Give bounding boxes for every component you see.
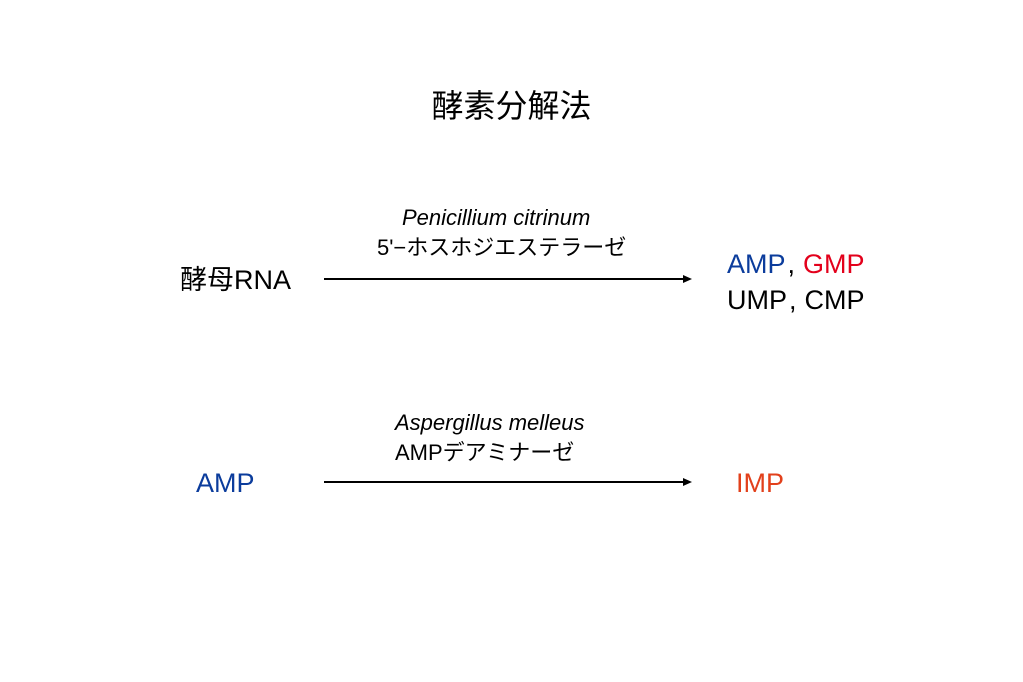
- organism-aspergillus: Aspergillus melleus: [395, 410, 585, 435]
- product-ump: UMP: [727, 285, 787, 315]
- product-imp: IMP: [736, 468, 785, 498]
- enzyme-amp-deaminase: AMPデアミナーゼ: [395, 440, 575, 465]
- products-line-2: UMP,CMP: [727, 284, 865, 316]
- product-cmp: CMP: [804, 285, 865, 315]
- substrate-yeast-rna: 酵母RNA: [180, 265, 292, 295]
- product-gmp: GMP: [803, 249, 865, 279]
- organism-penicillium: Penicillium citrinum: [402, 205, 591, 230]
- products-line-1: AMP,GMP: [727, 248, 865, 280]
- substrate-amp: AMP: [196, 468, 255, 498]
- product-separator: ,: [789, 285, 797, 315]
- product-amp: AMP: [727, 249, 786, 279]
- enzyme-phosphodiesterase: 5'−ホスホジエステラーゼ: [377, 235, 627, 260]
- product-separator: ,: [787, 249, 796, 279]
- page-title: 酵素分解法: [431, 88, 592, 124]
